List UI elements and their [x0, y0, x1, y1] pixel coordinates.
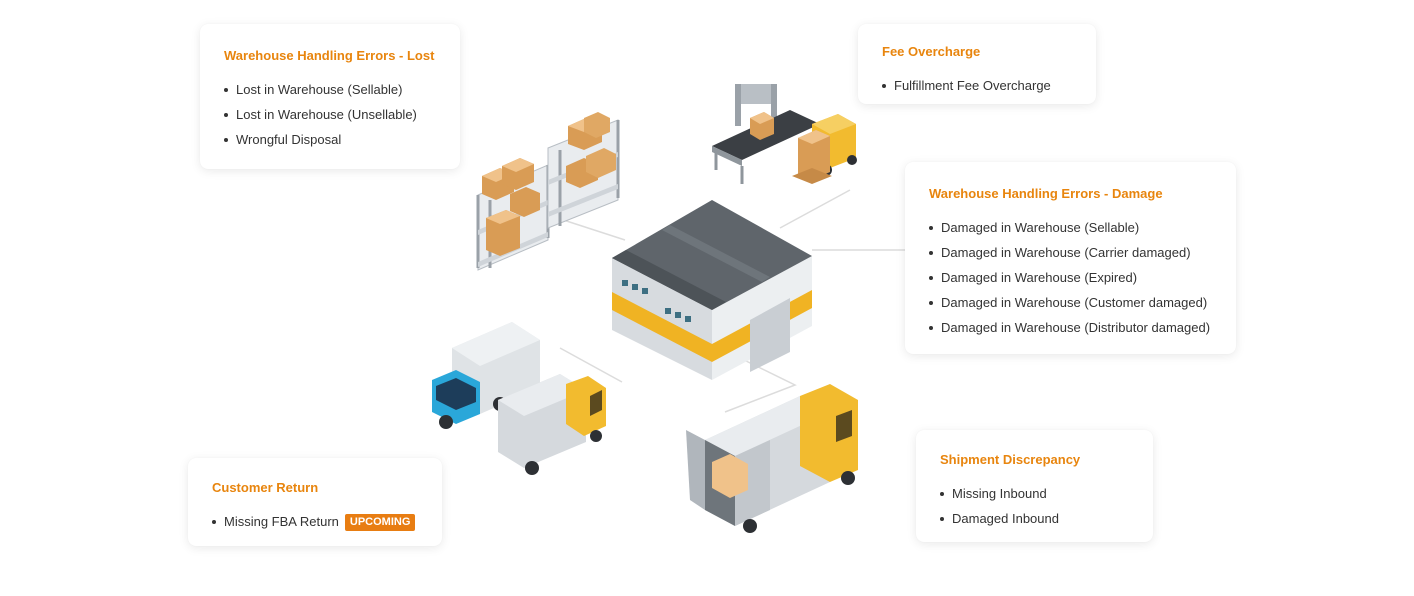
conveyor-forklift-illustration — [712, 84, 857, 184]
card-title: Shipment Discrepancy — [940, 452, 1081, 467]
card-title: Fee Overcharge — [882, 44, 981, 59]
list-item: Lost in Warehouse (Unsellable) — [224, 102, 436, 127]
list-item: Missing Inbound — [940, 481, 1129, 506]
card-list: Missing FBA Return UPCOMING — [212, 509, 418, 534]
list-item: Damaged in Warehouse (Carrier damaged) — [929, 240, 1212, 265]
list-item: Damaged in Warehouse (Distributor damage… — [929, 315, 1212, 340]
card-title: Warehouse Handling Errors - Lost — [224, 48, 435, 63]
card-list: Damaged in Warehouse (Sellable) Damaged … — [929, 215, 1212, 340]
card-list: Missing Inbound Damaged Inbound — [940, 481, 1129, 531]
list-item: Damaged in Warehouse (Sellable) — [929, 215, 1212, 240]
card-warehouse-lost: Warehouse Handling Errors - Lost Lost in… — [200, 24, 460, 169]
warehouse-building-illustration — [612, 200, 812, 380]
unloading-truck-illustration — [686, 384, 858, 533]
list-item: Fulfillment Fee Overcharge — [882, 73, 1072, 98]
list-item: Damaged Inbound — [940, 506, 1129, 531]
list-item: Damaged in Warehouse (Customer damaged) — [929, 290, 1212, 315]
card-fee-overcharge: Fee Overcharge Fulfillment Fee Overcharg… — [858, 24, 1096, 104]
card-list: Fulfillment Fee Overcharge — [882, 73, 1072, 98]
shelves-illustration — [476, 112, 620, 271]
list-item: Lost in Warehouse (Sellable) — [224, 77, 436, 102]
card-title: Customer Return — [212, 480, 319, 495]
card-customer-return: Customer Return Missing FBA Return UPCOMI… — [188, 458, 442, 546]
list-item-label: Missing FBA Return — [224, 514, 339, 529]
card-list: Lost in Warehouse (Sellable) Lost in War… — [224, 77, 436, 152]
card-warehouse-damage: Warehouse Handling Errors - Damage Damag… — [905, 162, 1236, 354]
upcoming-badge: UPCOMING — [344, 514, 416, 532]
list-item: Damaged in Warehouse (Expired) — [929, 265, 1212, 290]
list-item: Wrongful Disposal — [224, 127, 436, 152]
list-item: Missing FBA Return UPCOMING — [212, 509, 418, 534]
card-title: Warehouse Handling Errors - Damage — [929, 186, 1163, 201]
card-shipment-discrepancy: Shipment Discrepancy Missing Inbound Dam… — [916, 430, 1153, 542]
delivery-trucks-illustration — [432, 322, 606, 475]
